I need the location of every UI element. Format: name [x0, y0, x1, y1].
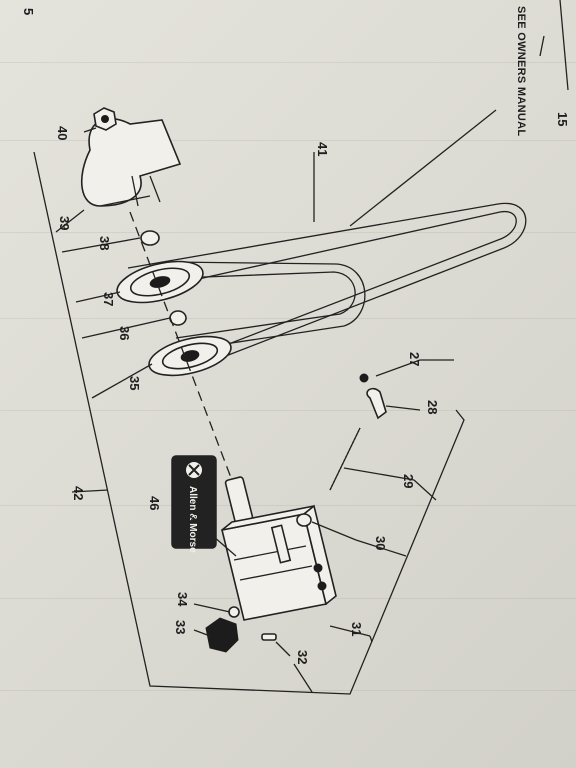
page-edge-line: [559, 0, 569, 91]
callout-36: 36: [117, 326, 132, 340]
collar-34: [228, 606, 240, 618]
clamp-28: [366, 387, 387, 420]
spacer-38: [140, 230, 160, 246]
belt-guard: [81, 117, 182, 207]
callout-30: 30: [373, 536, 388, 550]
corner-number: 5: [21, 8, 36, 15]
callout-39: 39: [57, 216, 72, 230]
callout-31: 31: [349, 622, 364, 636]
callout-34: 34: [175, 592, 190, 607]
callout-37: 37: [101, 292, 116, 306]
assembly-outline: [33, 151, 465, 695]
callout-33: 33: [173, 620, 188, 634]
decal-brand-text: Allen & Morse: [187, 486, 198, 553]
screw: [329, 427, 361, 491]
washer-30: [296, 513, 312, 527]
pin-27: [359, 373, 369, 383]
brand-decal: Allen & Morse: [171, 455, 217, 553]
v-belt: [127, 202, 527, 367]
see-owners-manual-note: SEE OWNERS MANUAL: [515, 6, 527, 136]
callout-28: 28: [425, 400, 440, 414]
callout-41: 41: [315, 142, 330, 156]
callout-38: 38: [97, 236, 112, 250]
pin-32: [261, 633, 277, 641]
callout-labels: 40 39 38 37 36 35 41 42 46 27 28 29 30 3…: [55, 126, 440, 664]
knob-33: [205, 617, 239, 653]
callout-35: 35: [127, 376, 142, 390]
callout-40: 40: [55, 126, 70, 140]
lower-pulley: [148, 335, 232, 377]
top-tick-mark: [539, 35, 545, 57]
shaft-axis-line: [129, 211, 245, 513]
callout-27: 27: [407, 352, 422, 366]
callout-42: 42: [71, 486, 86, 500]
callout-29: 29: [401, 474, 416, 488]
note-leader-line: [349, 109, 497, 227]
motor-housing: [221, 476, 337, 621]
callout-32: 32: [295, 650, 310, 664]
callout-46: 46: [147, 496, 162, 510]
hex-nut: [93, 107, 117, 131]
leader-lines: [55, 127, 454, 693]
page-number: 15: [555, 112, 570, 126]
